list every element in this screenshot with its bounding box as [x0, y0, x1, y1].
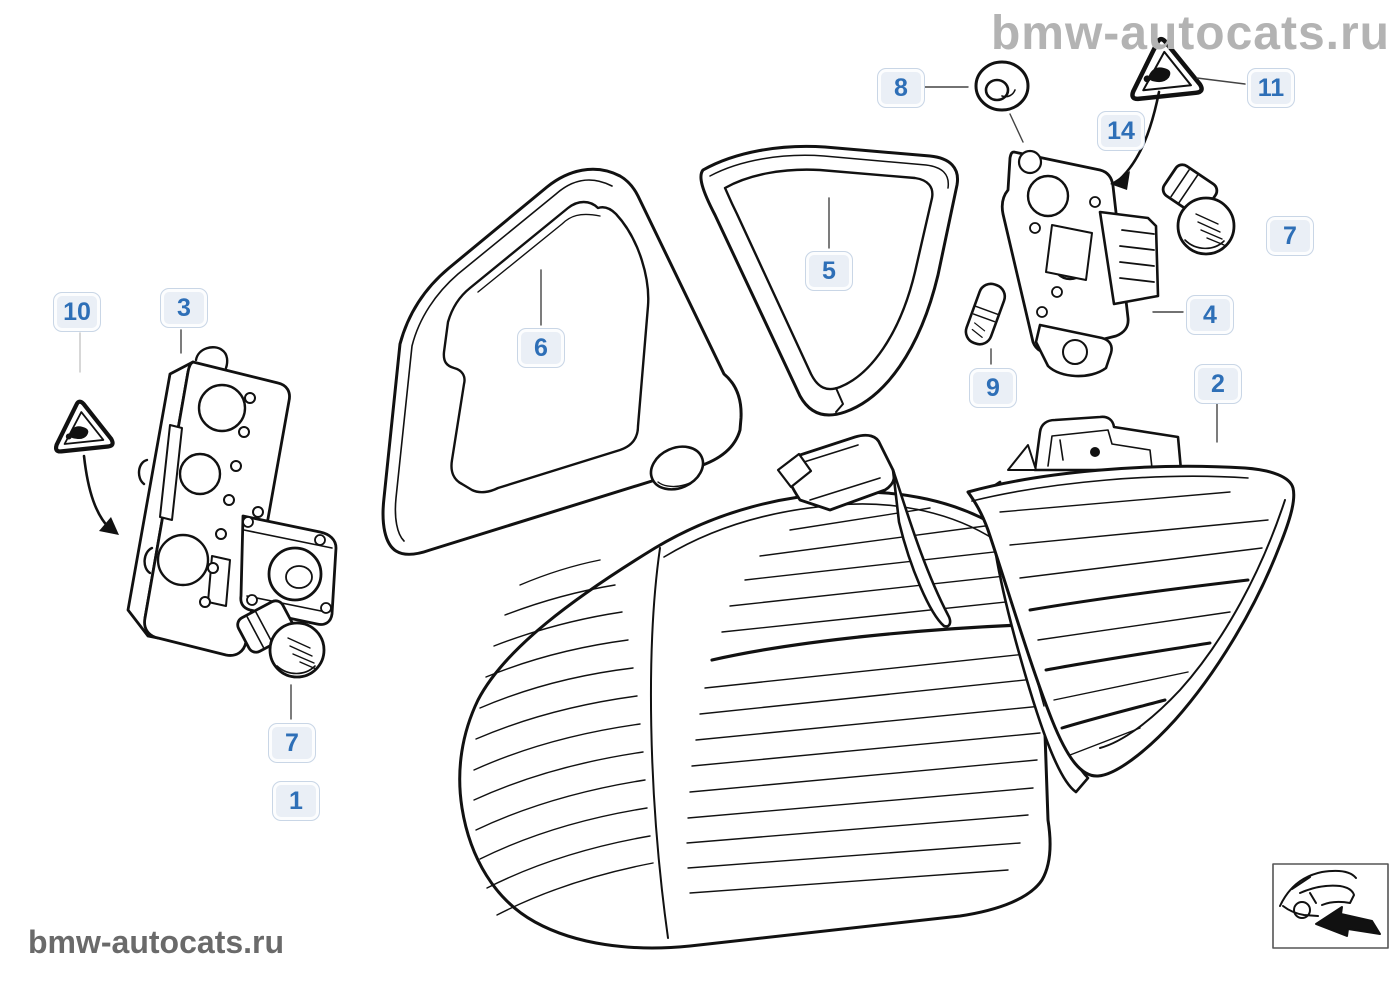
callout-10[interactable]: 10 — [53, 292, 101, 332]
callout-1[interactable]: 1 — [272, 781, 320, 821]
car-icon — [1279, 869, 1357, 919]
bulb-carrier-drawing-3 — [126, 346, 338, 657]
callout-8[interactable]: 8 — [877, 68, 925, 108]
callout-2[interactable]: 2 — [1194, 364, 1242, 404]
bulb-drawing-7-left — [236, 599, 326, 679]
callout-5[interactable]: 5 — [805, 251, 853, 291]
callout-6[interactable]: 6 — [517, 328, 565, 368]
callout-11[interactable]: 11 — [1247, 68, 1295, 108]
arrow-10 — [82, 454, 119, 535]
bulb-carrier-drawing-4 — [1000, 149, 1160, 378]
bulb-drawing-7-right — [1161, 163, 1236, 256]
leader-lines — [79, 77, 1246, 720]
callout-9[interactable]: 9 — [969, 368, 1017, 408]
car-location-thumbnail[interactable] — [1272, 863, 1389, 949]
bulb-drawing-9 — [964, 282, 1007, 346]
tail-light-outer-drawing-1 — [458, 433, 1052, 950]
watermark-bottom-left: bmw-autocats.ru — [28, 924, 285, 960]
direction-arrow-icon — [1315, 906, 1381, 937]
leader-line-grommet — [1009, 113, 1024, 143]
leader-line-11 — [1196, 77, 1246, 85]
callout-4[interactable]: 4 — [1186, 295, 1234, 335]
tail-light-inner-drawing-2 — [966, 415, 1296, 794]
warning-triangle-icon-left — [53, 399, 115, 454]
grommet-drawing-8 — [974, 60, 1030, 112]
callout-3[interactable]: 3 — [160, 288, 208, 328]
warning-triangle-icon-right — [1130, 36, 1204, 102]
watermark-top-right: bmw-autocats.ru — [990, 7, 1390, 60]
callout-14[interactable]: 14 — [1097, 111, 1145, 151]
callout-7-left[interactable]: 7 — [268, 723, 316, 763]
callout-7-right[interactable]: 7 — [1266, 216, 1314, 256]
